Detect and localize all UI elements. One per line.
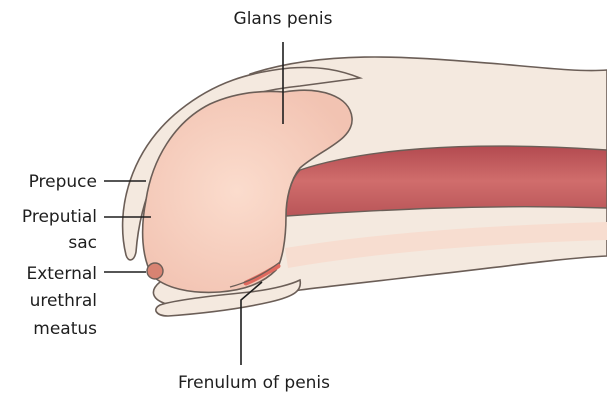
label-prepuce: Prepuce bbox=[29, 172, 97, 192]
label-meatus-line2: urethral bbox=[30, 291, 97, 311]
label-glans-penis: Glans penis bbox=[234, 9, 333, 29]
label-preputial-sac-line2: sac bbox=[68, 233, 97, 253]
label-meatus-line3: meatus bbox=[33, 319, 97, 339]
label-meatus-line1: External bbox=[26, 264, 97, 284]
external-urethral-meatus bbox=[147, 263, 163, 279]
label-frenulum: Frenulum of penis bbox=[178, 373, 330, 393]
label-preputial-sac-line1: Preputial bbox=[22, 207, 97, 227]
